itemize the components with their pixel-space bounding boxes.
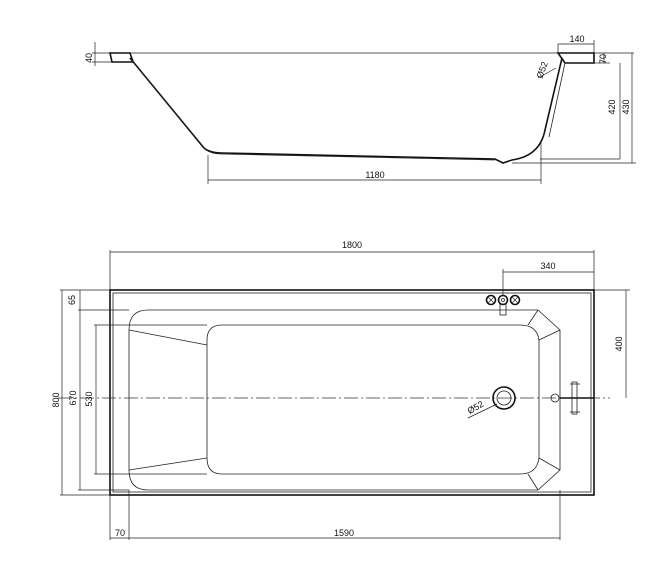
dim-rim-thickness-label: 70 [598, 54, 608, 64]
side-left-rim [109, 52, 135, 63]
valve-icon-left [485, 294, 497, 306]
dim-side-drain-label: Ø52 [535, 60, 550, 79]
slope-line-top-right [527, 309, 539, 326]
handle-base [550, 393, 560, 403]
drain-inner-ring [496, 390, 512, 406]
drain-icon [492, 386, 516, 410]
dim-total-width-label: 800 [51, 392, 61, 407]
side-right-wall-inner [548, 62, 566, 138]
dim-depth-outer-label: 430 [621, 99, 631, 114]
top-basin-bottom [206, 324, 540, 475]
valve-cross-left [487, 296, 495, 304]
dim-inner-length-label: 1590 [334, 528, 354, 538]
valve-center-middle [501, 298, 505, 302]
top-view: Ø52 1800 340 400 65 800 [51, 240, 630, 540]
dim-overflow-depth-label: 400 [614, 336, 624, 351]
valve-icon-middle [497, 294, 509, 306]
dim-total-length-label: 1800 [342, 240, 362, 250]
slope-line-bottom-right [527, 473, 539, 491]
dim-end-rim-label: 70 [115, 528, 125, 538]
dim-overflow-offset-label: 340 [540, 261, 555, 271]
dim-rim-width-label: 140 [569, 34, 584, 44]
dim-rim-height-label: 40 [84, 53, 94, 63]
dim-bottom-width-label: 530 [84, 391, 94, 406]
handle-grip [571, 381, 578, 415]
dim-line-side-drain [537, 67, 557, 79]
top-outer-rim-inner-edge [112, 292, 592, 493]
dim-depth-inner-label: 420 [607, 99, 617, 114]
dim-inner-width-label: 670 [68, 390, 78, 405]
side-tub-profile [129, 57, 563, 164]
slope-line-mid-right-bottom [538, 457, 561, 471]
dim-bottom-length-label: 1180 [365, 170, 384, 180]
dim-rim-front-label: 65 [67, 295, 77, 305]
valve-icon-right [509, 294, 521, 306]
valve-group [485, 294, 521, 316]
spout-icon [499, 303, 507, 316]
top-outer-rim [109, 289, 595, 496]
slope-line-top-left [128, 329, 208, 346]
top-basin-outline [128, 309, 561, 491]
side-view: 40 140 70 Ø52 420 430 1180 [84, 34, 636, 184]
dim-drain-label: Ø52 [466, 399, 486, 416]
side-right-rim [556, 52, 595, 64]
side-tub-inner-profile [132, 61, 496, 161]
slope-line-mid-right-top [538, 329, 561, 341]
dim-line-drain [467, 403, 498, 419]
handle-icon [550, 381, 594, 415]
valve-cross-right [511, 296, 519, 304]
slope-line-bottom-left [128, 457, 208, 471]
